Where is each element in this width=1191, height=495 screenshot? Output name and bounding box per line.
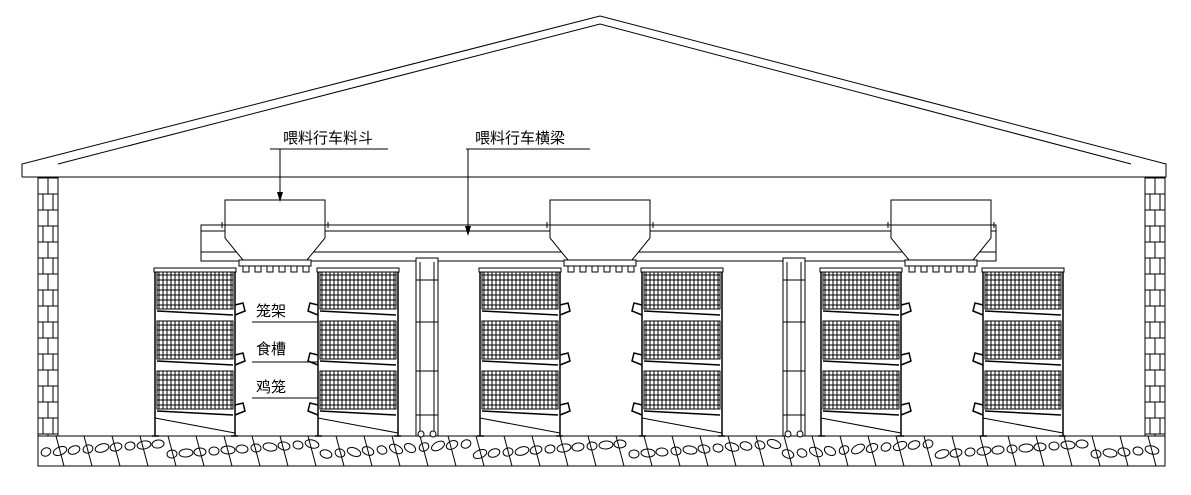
beam-label: 喂料行车横梁 <box>475 129 565 147</box>
chicken-cage <box>984 270 1062 316</box>
chicken-cage <box>481 270 559 316</box>
feed-trough <box>972 402 984 416</box>
feed-hopper <box>221 199 329 273</box>
chicken-cage <box>481 370 559 416</box>
chicken-cage <box>481 320 559 366</box>
feed-trough-label: 食槽 <box>256 340 286 358</box>
ladder <box>415 257 439 438</box>
chicken-cage <box>319 320 397 366</box>
vertical-ladders <box>415 257 806 438</box>
hopper-label: 喂料行车料斗 <box>283 129 373 147</box>
feed-trough <box>234 352 246 366</box>
cage-rack <box>307 267 401 437</box>
left-wall <box>37 177 59 437</box>
left-annotations: 笼架 食槽 鸡笼 <box>252 302 318 399</box>
feed-trough <box>972 352 984 366</box>
beam-annotation: 喂料行车横梁 <box>465 129 590 236</box>
cage-rack <box>477 267 571 437</box>
feed-trough <box>900 352 912 366</box>
feed-trough <box>559 352 571 366</box>
cage-frame-label: 笼架 <box>256 302 286 320</box>
feed-trough <box>307 352 319 366</box>
chicken-cage <box>643 320 721 366</box>
chicken-cage <box>319 270 397 316</box>
feed-trough <box>559 302 571 316</box>
feed-hopper <box>887 199 995 273</box>
feed-trough <box>972 302 984 316</box>
chicken-cage <box>156 320 234 366</box>
hopper-annotation: 喂料行车料斗 <box>270 129 388 202</box>
feed-hopper <box>546 199 654 273</box>
chicken-cage-label: 鸡笼 <box>256 378 286 396</box>
ladder <box>782 257 806 438</box>
chicken-cage <box>156 270 234 316</box>
feed-trough <box>559 402 571 416</box>
feed-trough <box>307 302 319 316</box>
chicken-cage <box>822 270 900 316</box>
chicken-cage <box>643 370 721 416</box>
chicken-cage <box>319 370 397 416</box>
chicken-cage <box>984 320 1062 366</box>
right-wall <box>1144 177 1166 437</box>
chicken-cage <box>822 320 900 366</box>
chicken-cage <box>984 370 1062 416</box>
chicken-cage <box>822 370 900 416</box>
feed-trough <box>234 302 246 316</box>
feed-trough <box>631 352 643 366</box>
chicken-cage <box>643 270 721 316</box>
roof <box>21 15 1167 178</box>
feed-trough <box>631 402 643 416</box>
feed-trough <box>234 402 246 416</box>
feed-trough <box>631 302 643 316</box>
feed-trough <box>900 302 912 316</box>
feed-trough <box>307 402 319 416</box>
cage-rack <box>152 267 246 437</box>
cage-rack <box>631 267 725 437</box>
cage-rack <box>972 267 1066 437</box>
chicken-cage <box>156 370 234 416</box>
cage-racks <box>152 267 1066 437</box>
cage-rack <box>818 267 912 437</box>
floor-foundation <box>37 435 1166 467</box>
feed-hoppers <box>221 199 995 273</box>
feed-trough <box>900 402 912 416</box>
